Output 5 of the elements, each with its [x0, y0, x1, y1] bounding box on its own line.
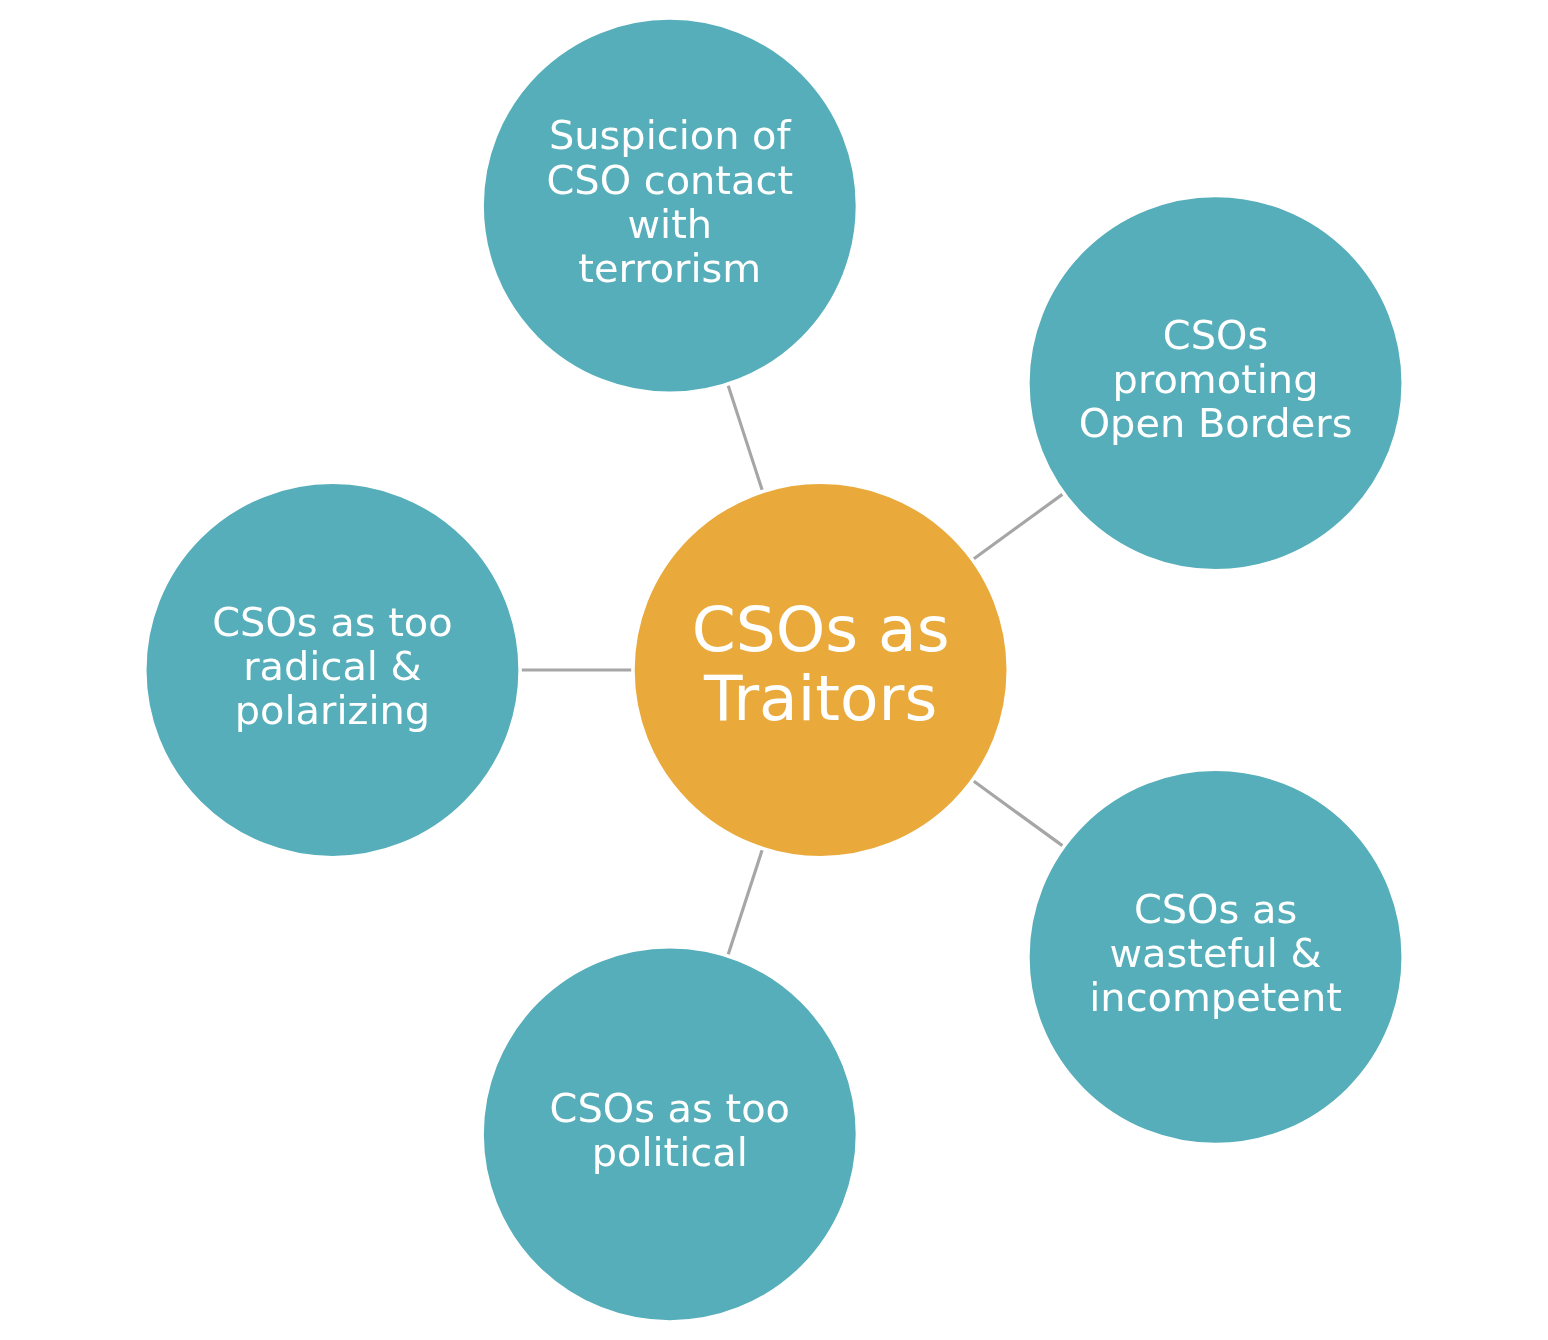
connector — [972, 780, 1064, 847]
connector — [521, 668, 632, 672]
connector — [972, 493, 1064, 560]
connector — [726, 385, 764, 491]
connector — [726, 849, 764, 955]
